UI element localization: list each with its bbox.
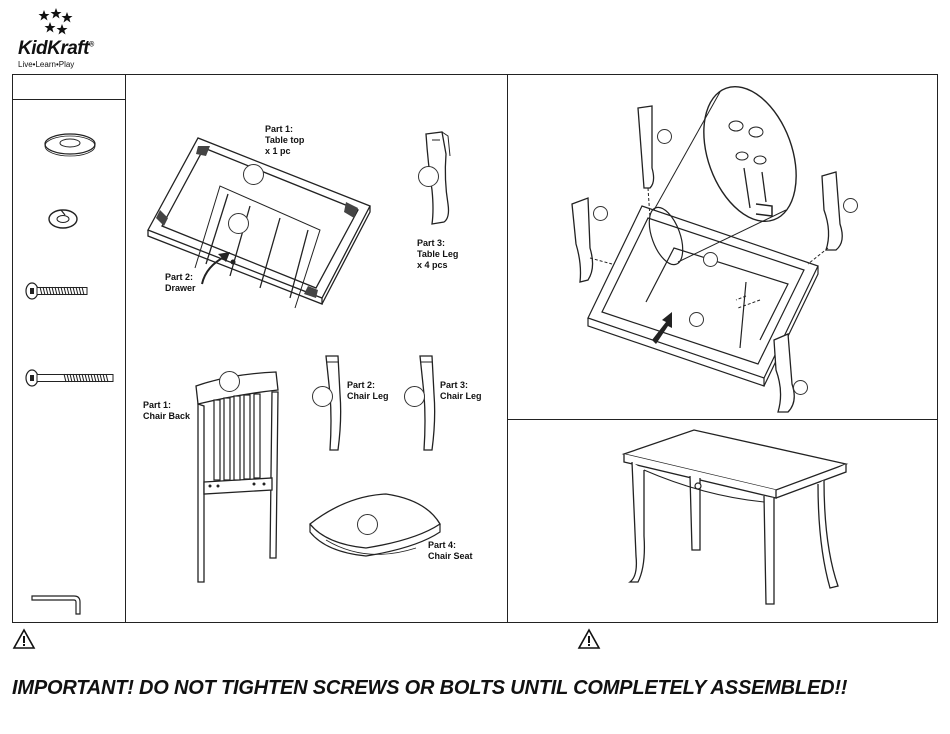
important-warning: IMPORTANT! DO NOT TIGHTEN SCREWS OR BOLT… [12, 677, 847, 700]
assembly-divider [507, 419, 938, 420]
assembly-marker-3 [843, 198, 858, 213]
assembly-marker-6 [793, 380, 808, 395]
drawer-marker [228, 213, 249, 234]
stars-icon [14, 8, 104, 38]
warning-icon-right [577, 628, 601, 650]
chair-seat-marker [357, 514, 378, 535]
chair-seat-label: Part 4: Chair Seat [428, 540, 473, 562]
brand-tagline: Live•Learn•Play [18, 60, 74, 69]
chair-leg-3-marker [404, 386, 425, 407]
chair-back-label: Part 1: Chair Back [143, 400, 190, 422]
kidkraft-logo: KidKraft® Live•Learn•Play [14, 8, 104, 72]
assembly-step-drawing [560, 78, 880, 418]
assembly-marker-2 [593, 206, 608, 221]
assembly-marker-1 [657, 129, 672, 144]
washer-icon [42, 131, 98, 159]
warning-icon-left [12, 628, 36, 650]
assembled-table-drawing [616, 426, 856, 616]
chair-leg-2-marker [312, 386, 333, 407]
drawer-label: Part 2: Drawer [165, 272, 196, 294]
assembly-marker-4 [703, 252, 718, 267]
long-bolt-icon [24, 368, 116, 388]
table-leg-label: Part 3: Table Leg x 4 pcs [417, 238, 458, 271]
allen-key-icon [30, 592, 84, 616]
table-top-label: Part 1: Table top x 1 pc [265, 124, 304, 157]
split-washer-icon [46, 207, 82, 233]
chair-back-marker [219, 371, 240, 392]
drawer-arrow [196, 248, 236, 288]
chair-back-drawing [190, 368, 290, 588]
hardware-header-divider [12, 99, 126, 100]
table-top-marker [243, 164, 264, 185]
assembly-marker-5 [689, 312, 704, 327]
short-bolt-icon [24, 281, 90, 301]
chair-leg-2-label: Part 2: Chair Leg [347, 380, 389, 402]
chair-leg-3-label: Part 3: Chair Leg [440, 380, 482, 402]
brand-name: KidKraft® [18, 38, 94, 60]
table-leg-marker [418, 166, 439, 187]
